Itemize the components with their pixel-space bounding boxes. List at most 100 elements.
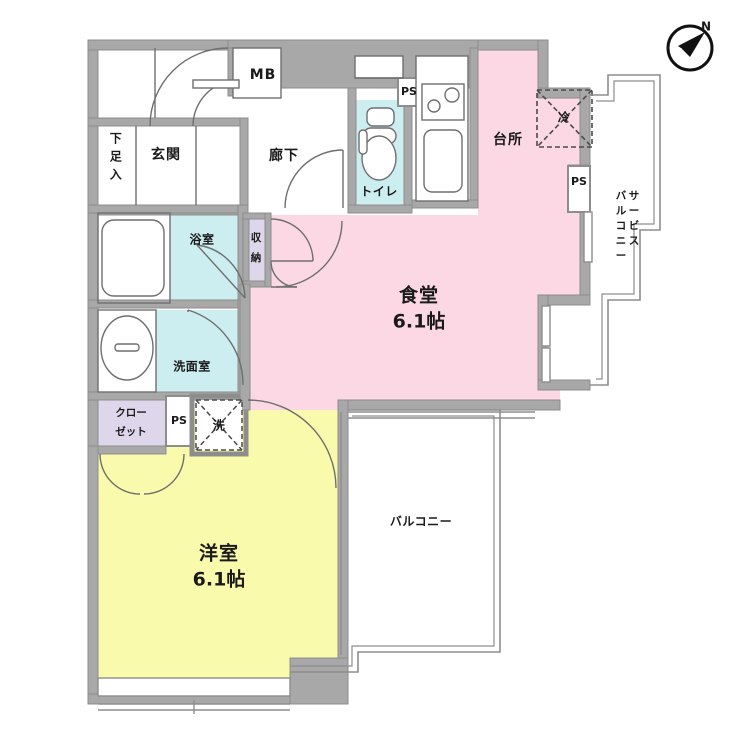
bath-door-swing — [196, 244, 246, 299]
entry-door-leaf — [192, 79, 240, 89]
wall-kitchen-top-r — [537, 39, 549, 96]
label-sb-c9: ー — [616, 250, 627, 262]
wall-storage-right — [264, 212, 272, 288]
fill-kitchen-link — [478, 195, 548, 225]
wall-ps-box — [165, 395, 193, 447]
label-getabako-c3: 入 — [110, 168, 123, 182]
fill-closet — [98, 398, 165, 446]
wall-storage-frame — [242, 212, 250, 288]
service-balcony-outline — [590, 74, 661, 386]
label-balcony: バルコニー — [390, 515, 452, 529]
label-storage-c2: 納 — [251, 251, 262, 264]
fill-washroom — [155, 310, 245, 395]
label-sb-c3: ビ — [629, 219, 640, 232]
label-getabako-c2: 足 — [110, 150, 123, 164]
kitchen-sink — [423, 129, 463, 193]
toilet-bowl-icon — [358, 107, 397, 181]
fill-storage — [246, 216, 268, 284]
bedroom-door-swing — [247, 399, 337, 489]
label-rouka: 廊下 — [269, 147, 299, 164]
label-closet-line1: クロー — [115, 407, 147, 419]
room-fills — [98, 40, 590, 700]
washroom-door-swing — [187, 309, 244, 386]
label-toilet: トイレ — [360, 185, 398, 199]
bath-door-leaf — [196, 244, 246, 299]
balcony-outline — [290, 409, 501, 673]
balcony-outline-inner — [290, 415, 495, 667]
label-bedroom-area: 6.1帖 — [193, 568, 246, 591]
closet-door-swing-l — [99, 453, 141, 495]
wall-bedroom-right — [337, 399, 349, 663]
corridor-door-swing — [284, 149, 344, 209]
kitchen-upper-cabinet — [354, 55, 404, 79]
wall-right-step — [544, 294, 591, 306]
bathtub-surround — [97, 212, 171, 304]
label-sb-c2: ー — [629, 205, 640, 217]
kitchen-stove — [421, 83, 465, 121]
wall-dining-bottom — [347, 399, 561, 411]
label-kitchen: 台所 — [493, 131, 523, 148]
wall-closet-bottom — [87, 445, 167, 455]
label-bedroom: 洋室 — [199, 542, 239, 565]
refrigerator-space-icon — [536, 89, 593, 148]
label-sb-c6: ル — [616, 205, 627, 217]
label-ps-right: PS — [571, 175, 587, 188]
wall-kitchen-left — [469, 47, 479, 209]
label-fridge: 冷 — [558, 110, 571, 125]
room-labels: MB 玄関 下 足 入 廊下 トイレ PS 台所 冷 PS 食堂 6.1帖 浴室… — [110, 67, 587, 591]
label-mb: MB — [250, 67, 277, 83]
label-sb-c4: ス — [629, 235, 640, 247]
fill-bath — [170, 213, 245, 303]
label-service-balcony-group: サ ー ビ ス バ ル コ ニ ー — [616, 190, 640, 262]
label-ps-washer: PS — [171, 414, 187, 427]
wall-dining-left — [239, 283, 251, 411]
wall-corridor-right — [239, 117, 249, 216]
wall-bedroom-left — [87, 445, 99, 705]
label-washroom: 洗面室 — [173, 359, 211, 374]
dining-windows — [541, 211, 593, 383]
storage-door-swing-1 — [270, 218, 314, 262]
north-arrow: N — [666, 20, 714, 72]
label-sb-c5: バ — [616, 190, 627, 202]
wall-bath-outer-left — [87, 204, 99, 456]
label-bath: 浴室 — [189, 232, 214, 247]
label-sb-c7: コ — [616, 220, 627, 232]
bathtub-icon — [101, 219, 165, 297]
wall-left-outer-top — [87, 39, 99, 216]
wall-toilet-left — [347, 87, 357, 214]
label-getabako-c1: 下 — [110, 132, 123, 146]
detail-lines — [97, 47, 661, 714]
label-sb-c8: ニ — [616, 235, 627, 247]
dining-door-swing — [275, 220, 343, 288]
service-balcony-inner — [596, 80, 655, 380]
closet-door-swing-r — [143, 453, 185, 495]
fill-bedroom — [98, 410, 345, 700]
label-ps-kitchen: PS — [401, 85, 417, 98]
label-storage: 収 納 — [251, 232, 262, 264]
wall-ps-right-box — [567, 165, 591, 213]
washing-machine-space-icon — [195, 399, 243, 451]
label-sb-c1: サ — [629, 190, 640, 202]
bedroom-window — [97, 677, 291, 714]
label-dining: 食堂 — [399, 284, 439, 307]
mb-box — [232, 47, 282, 99]
label-dining-area: 6.1帖 — [393, 310, 446, 333]
wall-genkan-top — [87, 117, 249, 127]
fill-kitchen — [478, 40, 590, 208]
sink-drain — [114, 343, 140, 352]
stove-burner-1 — [427, 99, 441, 113]
wall-bedroom-right-low — [289, 657, 349, 705]
north-label: N — [701, 20, 711, 34]
dining-balcony-window — [348, 411, 535, 419]
label-washer: 洗 — [213, 418, 226, 433]
wall-washer-frame — [189, 393, 249, 457]
label-genkan: 玄関 — [151, 146, 181, 163]
wall-entry-top — [87, 39, 234, 51]
wall-bath-bottom — [87, 299, 246, 309]
wall-bath-top — [87, 204, 246, 214]
label-getabako: 下 足 入 — [110, 132, 123, 182]
label-storage-c1: 収 — [251, 232, 262, 244]
stove-burner-2 — [444, 87, 460, 103]
